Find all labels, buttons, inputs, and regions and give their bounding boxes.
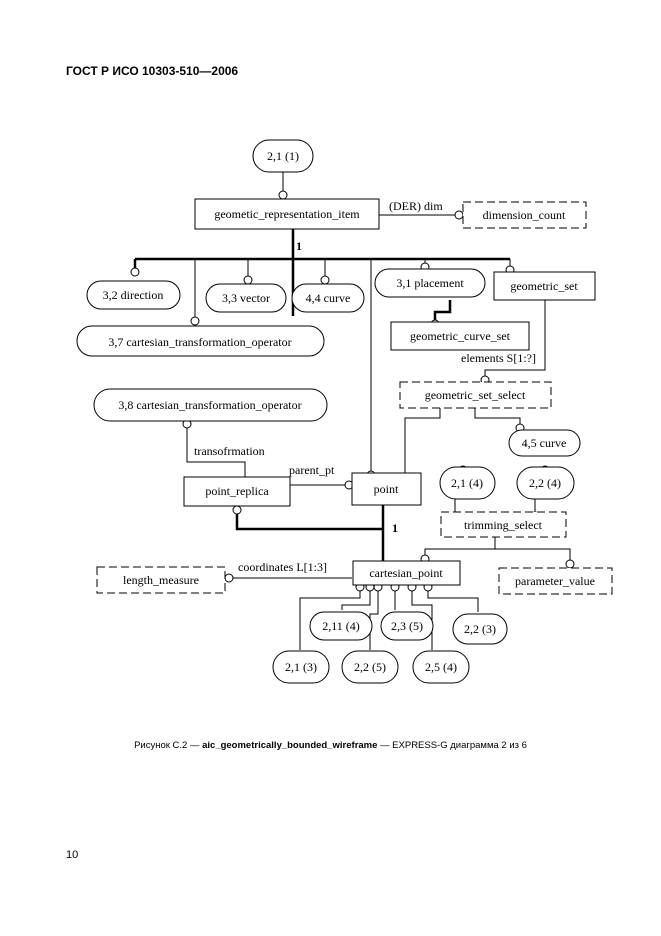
attr-der-dim: (DER) dim: [389, 199, 443, 213]
entity-point-replica: [183, 476, 291, 507]
page-header: ГОСТ Р ИСО 10303-510—2006: [66, 64, 239, 78]
entity-cartesian-point: [352, 560, 461, 586]
caption-entity: aic_geometrically_bounded_wireframe: [202, 740, 378, 751]
page-ref-3-3-vector-text: 3,3 vector: [222, 291, 270, 305]
page-ref-2-1-3-text: 2,1 (3): [285, 660, 317, 674]
page-ref-3-7-cto: [76, 325, 325, 357]
attr-parent-pt: parent_pt: [289, 463, 335, 477]
page-ref-2-1-4: [439, 466, 496, 500]
link-transformation: [186, 428, 246, 477]
page-ref-2-5-4-text: 2,5 (4): [425, 660, 457, 674]
page-ref-2-2-3: [452, 613, 508, 645]
page-ref-2-2-5: [341, 650, 399, 684]
entity-geometric-set-text: geometric_set: [510, 279, 578, 293]
link-ts-cp: [424, 537, 496, 555]
page-ref-2-2-3-text: 2,2 (3): [464, 622, 496, 636]
page-ref-2-11-4: [309, 611, 373, 641]
entity-geometric-curve-set: [390, 321, 530, 351]
subtype-tree-gri: [133, 229, 510, 316]
entity-geometic-representation-item: [194, 198, 380, 230]
link-ts-pv: [495, 548, 571, 560]
page-ref-2-3-5-text: 2,3 (5): [391, 619, 423, 633]
link-elements: [484, 300, 546, 376]
attr-transformation: transofrmation: [194, 444, 265, 458]
type-length-measure-text: length_measure: [123, 573, 199, 587]
link-cp-r21-3: [299, 590, 361, 650]
page-ref-3-3-vector: [205, 283, 287, 313]
page-ref-4-4-curve: [291, 283, 365, 313]
page-ref-2-5-4: [412, 650, 470, 684]
entity-point-replica-text: point_replica: [205, 484, 269, 498]
entity-point: [351, 472, 422, 506]
type-dimension-count: [462, 201, 587, 229]
type-trimming-select-text: trimming_select: [464, 518, 543, 532]
entity-cartesian-point-text: cartesian_point: [369, 566, 443, 580]
page-ref-3-2-direction-text: 3,2 direction: [103, 288, 164, 302]
page-ref-4-4-curve-text: 4,4 curve: [306, 291, 351, 305]
page-ref-3-2-direction: [86, 280, 181, 310]
page-ref-2-1-1: [252, 139, 314, 173]
entity-point-text: point: [374, 482, 399, 496]
page-ref-2-1-3: [272, 650, 330, 684]
page-ref-3-7-cto-text: 3,7 cartesian_transformation_operator: [108, 335, 291, 349]
subtype-tree-point: [235, 505, 385, 561]
page-ref-2-2-4-text: 2,2 (4): [529, 476, 561, 490]
link-cp-r211: [341, 590, 371, 610]
page-ref-2-1-1-text: 2,1 (1): [267, 149, 299, 163]
type-trimming-select: [440, 511, 567, 538]
caption-suffix: — EXPRESS-G диаграмма 2 из 6: [377, 740, 527, 751]
cardinality-one-bottom: 1: [392, 521, 398, 535]
figure-caption: Рисунок С.2 — aic_geometrically_bounded_…: [0, 740, 661, 751]
entity-geometric-set: [493, 271, 596, 301]
page-ref-2-3-5: [380, 611, 434, 641]
type-parameter-value: [498, 567, 613, 595]
attr-coordinates: coordinates L[1:3]: [238, 560, 327, 574]
page-ref-4-5-curve-text: 4,5 curve: [522, 436, 567, 450]
page-number: 10: [66, 849, 79, 861]
type-parameter-value-text: parameter_value: [515, 574, 595, 588]
type-length-measure: [96, 566, 226, 594]
entity-geometric-curve-set-text: geometric_curve_set: [410, 329, 511, 343]
entity-gri-text: geometic_representation_item: [214, 207, 360, 221]
page-ref-2-2-5-text: 2,2 (5): [354, 660, 386, 674]
page-ref-4-5-curve: [508, 429, 581, 457]
type-geometric-set-select: [399, 381, 552, 409]
page-ref-3-1-placement-text: 3,1 placement: [396, 276, 464, 290]
attr-elements: elements S[1:?]: [461, 351, 536, 365]
page-ref-2-11-4-text: 2,11 (4): [322, 619, 360, 633]
link-gs-gcs: [433, 300, 452, 322]
page-ref-3-1-placement: [374, 268, 486, 298]
cardinality-one-top: 1: [296, 239, 302, 253]
page-ref-2-2-4: [516, 466, 575, 500]
link-gss-r45: [474, 408, 521, 424]
link-gss-point: [404, 408, 441, 476]
page-ref-3-8-cto-text: 3,8 cartesian_transformation_operator: [118, 398, 301, 412]
caption-prefix: Рисунок С.2 —: [134, 740, 203, 751]
page-ref-3-8-cto: [93, 388, 328, 422]
page-ref-2-1-4-text: 2,1 (4): [451, 476, 483, 490]
type-dimension-count-text: dimension_count: [483, 208, 566, 222]
type-geometric-set-select-text: geometric_set_select: [425, 388, 526, 402]
link-cp-r22-3: [427, 590, 479, 612]
